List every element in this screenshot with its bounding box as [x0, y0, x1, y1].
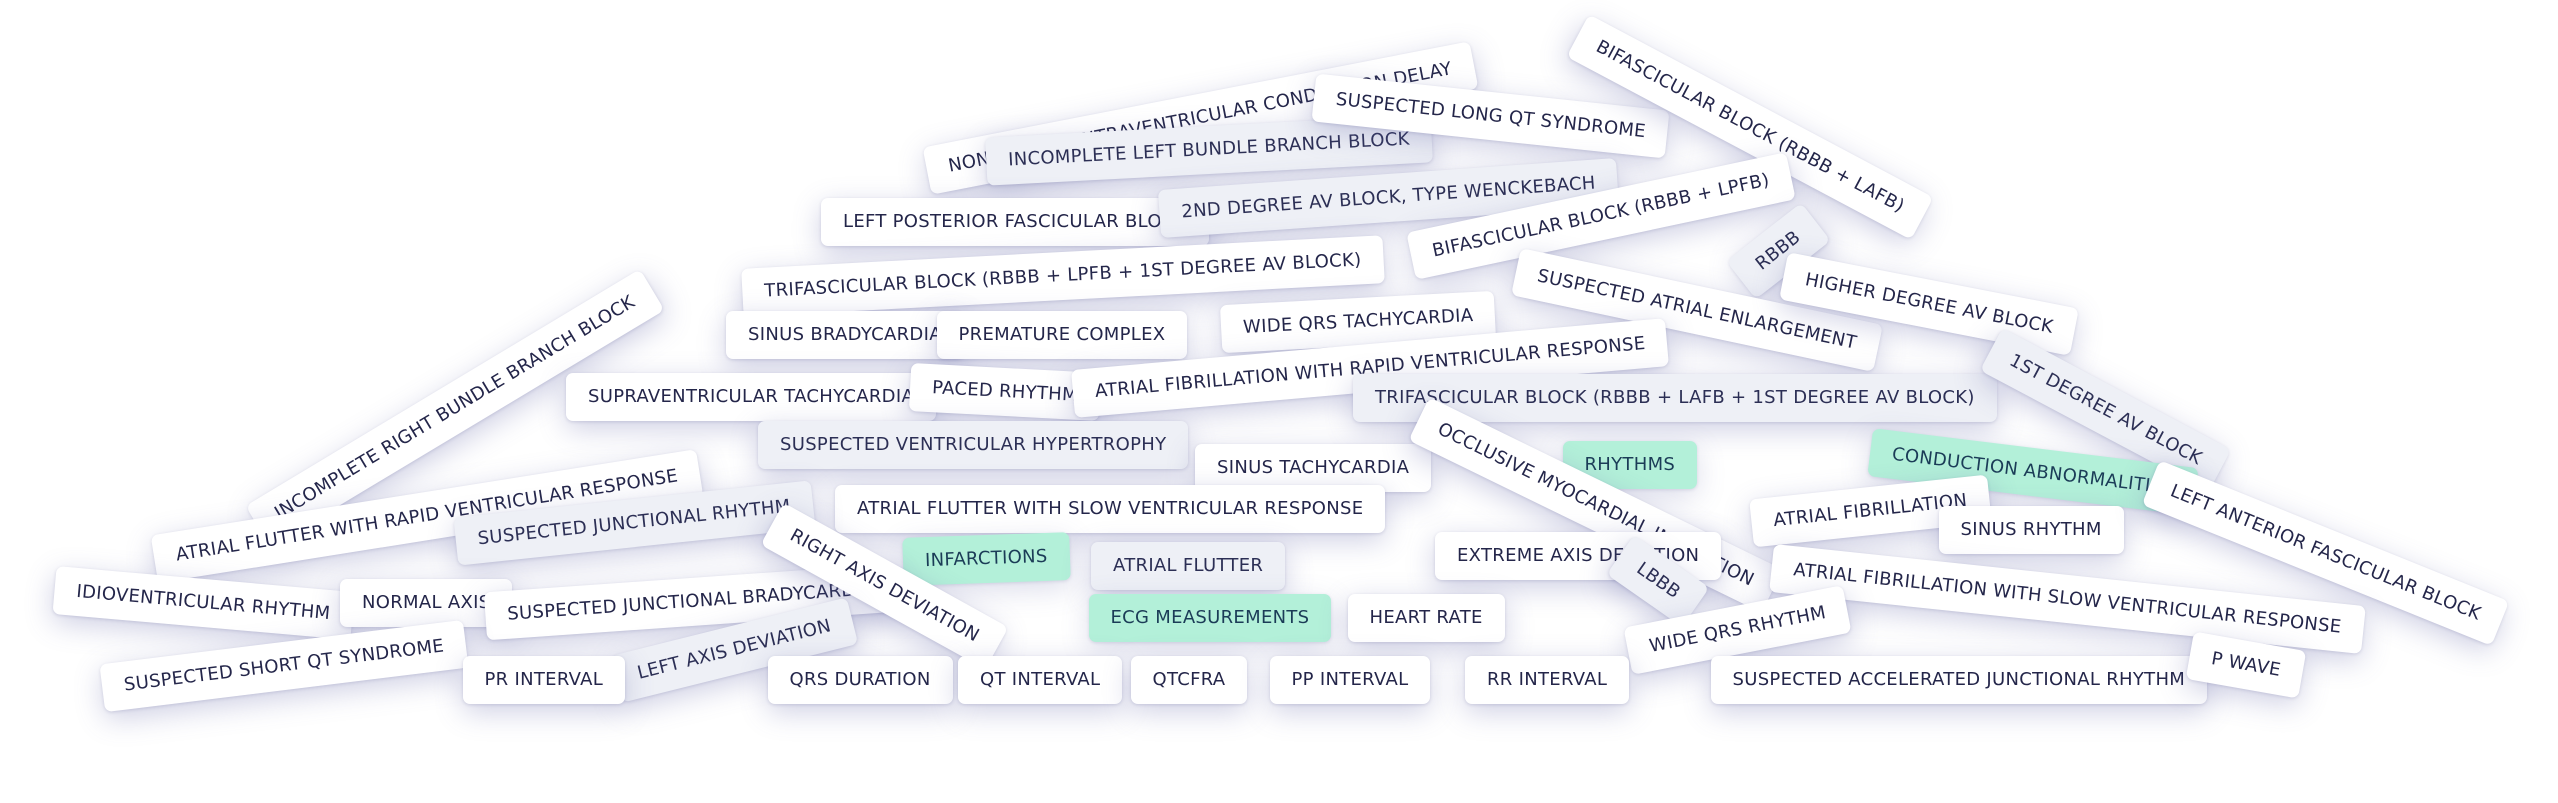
tag-af-slow: ATRIAL FIBRILLATION WITH SLOW VENTRICULA… — [1768, 544, 2366, 654]
category-ecg-measurements: ECG MEASUREMENTS — [1088, 594, 1332, 642]
tag-qt-interval: QT INTERVAL — [958, 656, 1123, 704]
tag-heart-rate: HEART RATE — [1347, 594, 1505, 642]
tag-idioventricular: IDIOVENTRICULAR RHYTHM — [51, 566, 354, 640]
tag-sinus-bradycardia: SINUS BRADYCARDIA — [726, 311, 964, 359]
category-infarctions: INFARCTIONS — [901, 532, 1070, 586]
tag-occlusive-mi: OCCLUSIVE MYOCARDIAL INFARCTION — [1407, 397, 1783, 613]
tag-accelerated-junctional: SUSPECTED ACCELERATED JUNCTIONAL RHYTHM — [1710, 656, 2208, 704]
tag-sinus-rhythm: SINUS RHYTHM — [1938, 506, 2124, 554]
tag-lpfb: LEFT POSTERIOR FASCICULAR BLOCK — [821, 198, 1209, 246]
tag-rr-interval: RR INTERVAL — [1465, 656, 1630, 704]
tag-sinus-tachycardia: SINUS TACHYCARDIA — [1195, 444, 1432, 492]
tag-ventricular-hypertrophy: SUSPECTED VENTRICULAR HYPERTROPHY — [758, 421, 1189, 469]
tag-qrs-duration: QRS DURATION — [767, 656, 953, 704]
tag-premature-complex: PREMATURE COMPLEX — [936, 311, 1188, 359]
tag-aflutter-slow: ATRIAL FLUTTER WITH SLOW VENTRICULAR RES… — [835, 485, 1386, 533]
tag-svt: SUPRAVENTRICULAR TACHYCARDIA — [566, 373, 937, 421]
tag-pp-interval: PP INTERVAL — [1269, 656, 1431, 704]
tag-pr-interval: PR INTERVAL — [462, 656, 626, 704]
tag-atrial-flutter: ATRIAL FLUTTER — [1091, 542, 1286, 590]
tag-qtcfra: QTCFRA — [1130, 656, 1248, 704]
